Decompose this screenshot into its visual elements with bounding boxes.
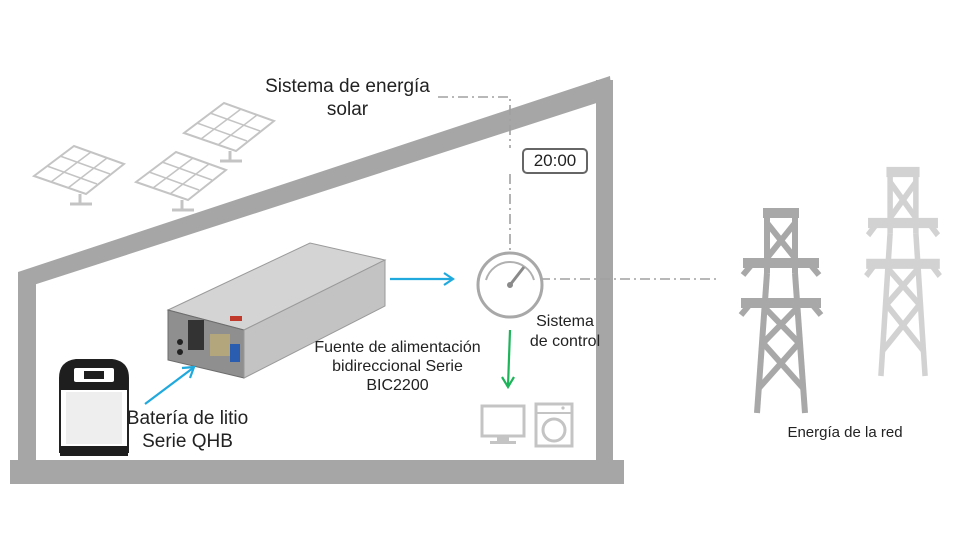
monitor-icon <box>480 404 526 444</box>
house-outline <box>10 76 624 484</box>
control-system-label: Sistema de control <box>529 313 601 350</box>
power-supply-icon <box>166 242 387 379</box>
washing-machine-icon <box>534 402 574 448</box>
gauge-icon <box>476 251 544 319</box>
output-arrow <box>501 329 515 390</box>
transmission-tower-icon <box>741 172 940 413</box>
grid-label: Energía de la red <box>787 424 903 441</box>
clock-display: 20:00 <box>522 148 588 174</box>
power-supply-label: Fuente de alimentación bidireccional Ser… <box>314 339 481 395</box>
charge-arrow <box>144 365 196 405</box>
lithium-battery-icon <box>59 359 129 456</box>
supply-arrow <box>390 272 455 286</box>
battery-label: Batería de litio Serie QHB <box>126 408 249 452</box>
solar-panel-icon <box>32 101 276 212</box>
solar-system-label: Sistema de energía solar <box>265 76 430 120</box>
connection-line <box>438 96 720 280</box>
